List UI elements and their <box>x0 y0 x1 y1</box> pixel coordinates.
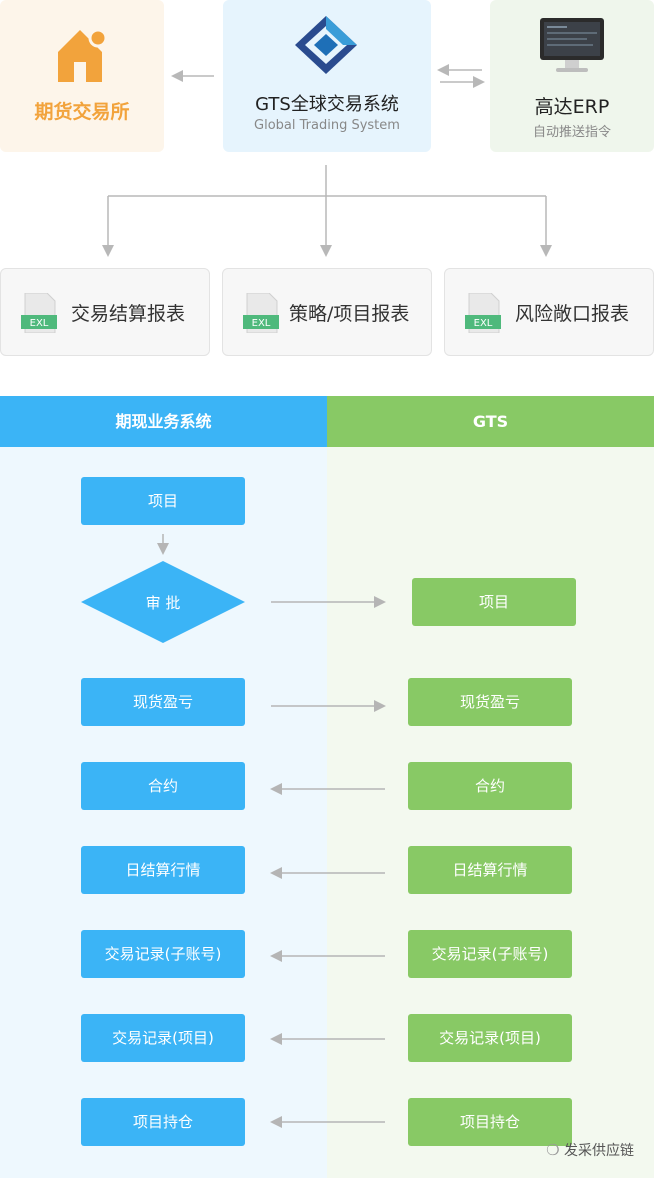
report-label-risk: 风险敞口报表 <box>515 303 630 325</box>
svg-text:EXL: EXL <box>30 318 49 329</box>
svg-text:EXL: EXL <box>474 318 493 329</box>
approval-diamond: 审 批 <box>81 561 245 643</box>
report-card-strategy: EXL 策略/项目报表 <box>222 268 432 356</box>
report-label-settlement: 交易结算报表 <box>71 303 186 325</box>
left-item-contract: 合约 <box>81 762 245 810</box>
left-item-trades-subaccount: 交易记录(子账号) <box>81 930 245 978</box>
right-item-daily-settlement: 日结算行情 <box>408 846 572 894</box>
report-card-settlement: EXL 交易结算报表 <box>0 268 210 356</box>
erp-subtitle: 自动推送指令 <box>532 125 611 140</box>
report-label-strategy: 策略/项目报表 <box>289 303 410 325</box>
watermark: ❍ 发采供应链 <box>546 1140 634 1160</box>
left-item-daily-settlement: 日结算行情 <box>81 846 245 894</box>
top-connectors <box>102 64 552 257</box>
right-column-header: GTS <box>327 396 654 447</box>
gts-title: GTS全球交易系统 <box>255 94 399 115</box>
house-icon <box>58 28 108 82</box>
erp-title: 高达ERP <box>534 96 610 118</box>
left-item-project: 项目 <box>81 477 245 525</box>
right-item-project: 项目 <box>412 578 576 626</box>
right-item-positions: 项目持仓 <box>408 1098 572 1146</box>
right-item-trades-project: 交易记录(项目) <box>408 1014 572 1062</box>
right-item-spot-pnl: 现货盈亏 <box>408 678 572 726</box>
exchange-label: 期货交易所 <box>34 101 130 123</box>
right-item-trades-subaccount: 交易记录(子账号) <box>408 930 572 978</box>
left-item-trades-project: 交易记录(项目) <box>81 1014 245 1062</box>
report-card-risk: EXL 风险敞口报表 <box>444 268 654 356</box>
gts-logo-icon <box>295 16 357 74</box>
svg-text:审 批: 审 批 <box>146 594 181 612</box>
excel-file-icon: EXL <box>465 293 501 333</box>
excel-file-icon: EXL <box>243 293 279 333</box>
left-item-positions: 项目持仓 <box>81 1098 245 1146</box>
excel-file-icon: EXL <box>21 293 57 333</box>
gts-card: GTS全球交易系统 Global Trading System <box>223 0 431 152</box>
exchange-card: 期货交易所 <box>0 0 164 152</box>
right-item-contract: 合约 <box>408 762 572 810</box>
gts-subtitle: Global Trading System <box>254 118 400 133</box>
left-item-spot-pnl: 现货盈亏 <box>81 678 245 726</box>
svg-text:EXL: EXL <box>252 318 271 329</box>
monitor-icon <box>540 18 604 72</box>
watermark-text: 发采供应链 <box>564 1143 634 1159</box>
wechat-icon: ❍ <box>546 1141 560 1159</box>
left-column-header: 期现业务系统 <box>0 396 327 447</box>
erp-card: 高达ERP 自动推送指令 <box>490 0 654 152</box>
